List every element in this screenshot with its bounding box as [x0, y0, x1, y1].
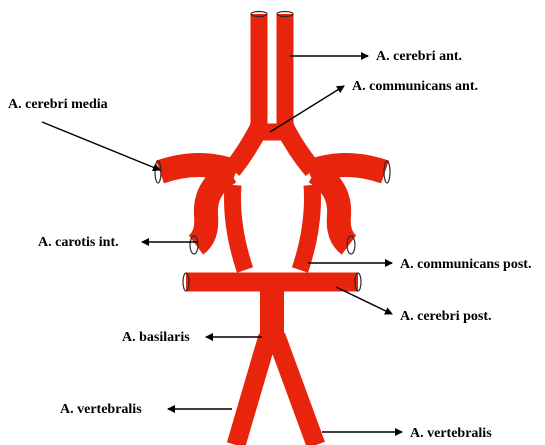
- vertebral-artery-left: [236, 336, 268, 445]
- label-communicans-post: A. communicans post.: [400, 257, 531, 272]
- arrow-cerebri-post: [336, 287, 392, 314]
- vertebral-artery-right: [276, 336, 316, 445]
- label-cerebri-ant: A. cerebri ant.: [376, 49, 462, 64]
- label-communicans-ant: A. communicans ant.: [352, 79, 478, 94]
- label-cerebri-media: A. cerebri media: [8, 97, 108, 112]
- label-vertebralis-left: A. vertebralis: [60, 402, 142, 417]
- posterior-communicating-left: [233, 185, 246, 270]
- label-vertebralis-right: A. vertebralis: [410, 426, 492, 441]
- label-cerebri-post: A. cerebri post.: [400, 309, 492, 324]
- arrow-cerebri-media: [42, 122, 160, 170]
- vessel-ends: [155, 12, 390, 292]
- posterior-communicating-right: [300, 185, 313, 270]
- label-basilaris: A. basilaris: [122, 330, 190, 345]
- labels: A. cerebri ant. A. communicans ant. A. c…: [8, 49, 531, 441]
- label-carotis-int: A. carotis int.: [38, 235, 119, 250]
